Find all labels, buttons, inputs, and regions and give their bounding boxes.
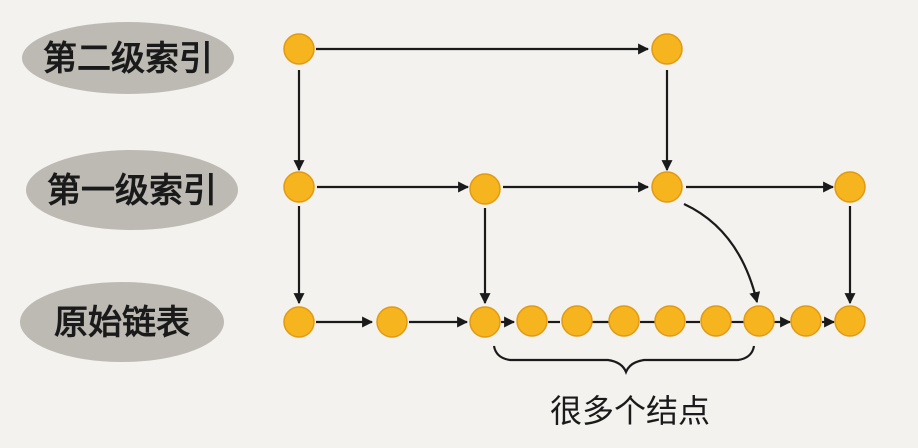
node-base-8	[700, 305, 732, 337]
curly-brace	[492, 345, 756, 375]
node-l1-3	[651, 171, 683, 203]
node-base-7	[654, 305, 686, 337]
label-level1-bg	[26, 150, 238, 230]
node-l1-4	[834, 171, 866, 203]
node-base-1	[283, 306, 315, 338]
node-base-2	[376, 306, 408, 338]
node-base-11	[834, 305, 866, 337]
label-level2: 第二级索引	[22, 22, 234, 94]
label-base-text: 原始链表	[54, 303, 190, 343]
label-level1: 第一级索引	[26, 150, 238, 230]
label-level2-bg	[22, 22, 234, 94]
edge-l1c-base-curve	[683, 203, 761, 304]
node-base-5	[561, 305, 593, 337]
node-base-6	[608, 305, 640, 337]
label-level2-text: 第二级索引	[43, 39, 213, 79]
node-base-3	[469, 306, 501, 338]
node-l1-2	[469, 173, 501, 205]
label-base-bg	[20, 282, 224, 362]
nodes	[283, 33, 866, 338]
node-l1-1	[283, 171, 315, 203]
node-base-4	[516, 305, 548, 337]
node-l2-2	[651, 33, 683, 65]
node-l2-1	[283, 33, 315, 65]
edges	[293, 43, 856, 328]
label-level1-text: 第一级索引	[47, 171, 217, 211]
caption-many-nodes: 很多个结点	[550, 392, 710, 430]
node-base-10	[790, 305, 822, 337]
node-base-9	[743, 305, 775, 337]
label-base: 原始链表	[20, 282, 224, 362]
